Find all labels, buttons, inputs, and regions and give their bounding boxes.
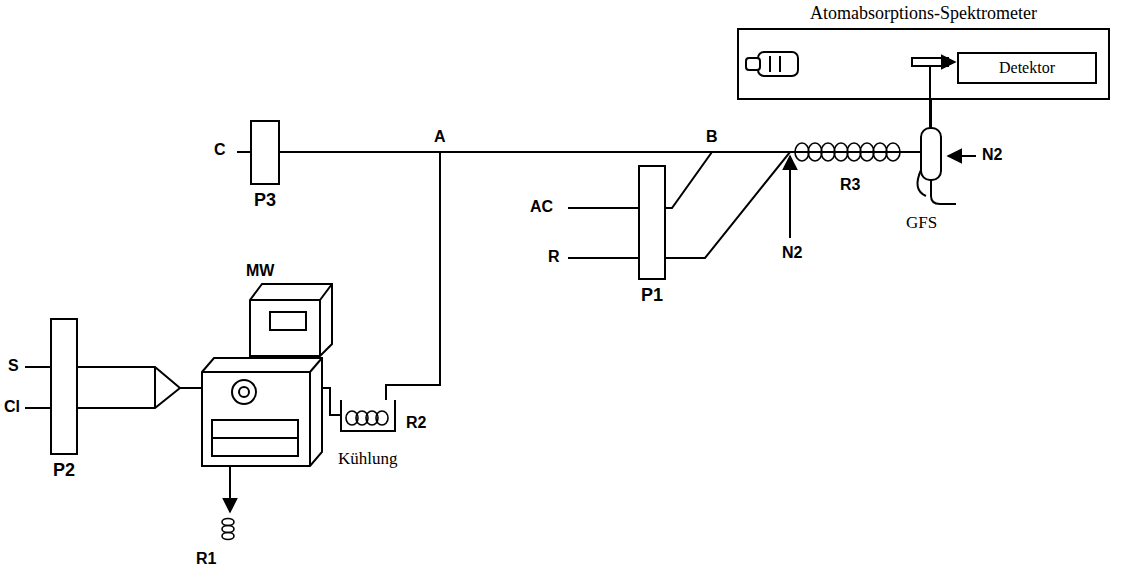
pump-box: P2 <box>50 318 78 455</box>
part-label: AC <box>530 198 553 216</box>
coil-winding <box>860 143 874 161</box>
part-label: C <box>214 141 226 159</box>
coil-winding <box>847 143 861 161</box>
atomizer-cell <box>912 58 955 100</box>
r-inlet <box>568 257 638 259</box>
pump-box: P3 <box>250 120 280 185</box>
drain-arrow <box>229 466 231 512</box>
merge-piece <box>154 367 156 408</box>
reaction-coils <box>222 143 900 540</box>
coil-winding <box>873 143 887 161</box>
part-label: GFS <box>906 214 937 233</box>
part-label: R3 <box>840 176 860 194</box>
part-label: N2 <box>782 244 802 262</box>
node-label: P1 <box>641 286 663 306</box>
gas-liquid-separator <box>917 100 956 204</box>
coil-winding <box>886 143 900 161</box>
lamp-symbol <box>746 52 798 76</box>
ac-inlet <box>568 207 638 209</box>
coil-winding <box>222 519 234 526</box>
cl-inlet <box>25 407 50 409</box>
part-label: B <box>706 128 718 146</box>
cl-line <box>78 388 180 408</box>
part-label: Cl <box>4 398 20 416</box>
node-label: Kühlung <box>338 450 398 469</box>
coil-winding <box>808 143 822 161</box>
detector-box: Detektor <box>957 52 1097 84</box>
part-label: N2 <box>982 146 1002 164</box>
spectrometer-box: Atomabsorptions-SpektrometerDetektor <box>737 28 1110 100</box>
node-label: P2 <box>53 461 75 481</box>
carrier-inlet <box>237 151 250 153</box>
pump-box: P1 <box>638 165 666 280</box>
nitrogen-arrow <box>789 156 791 238</box>
part-label: A <box>434 128 446 146</box>
node-label: Detektor <box>999 59 1055 77</box>
coil-winding <box>795 143 809 161</box>
coil-winding <box>376 411 388 425</box>
part-label: R1 <box>196 550 216 568</box>
node-label: R2 <box>406 414 426 432</box>
part-label: S <box>8 357 19 375</box>
tube-connector <box>386 100 930 400</box>
nitrogen-arrow <box>948 155 976 157</box>
coil-winding <box>222 526 234 533</box>
cooling-bath: R2Kühlung <box>340 400 396 432</box>
node-label: Atomabsorptions-Spektrometer <box>810 4 1037 24</box>
tube-connector <box>666 100 930 208</box>
coil-winding <box>834 143 848 161</box>
coil-winding <box>222 533 234 540</box>
part-label: MW <box>246 262 274 280</box>
microwave-oven <box>202 284 332 466</box>
coil-winding <box>821 143 835 161</box>
tube-connector <box>666 100 930 258</box>
node-label: P3 <box>254 191 276 211</box>
s-inlet <box>25 366 50 368</box>
part-label: R <box>548 248 560 266</box>
